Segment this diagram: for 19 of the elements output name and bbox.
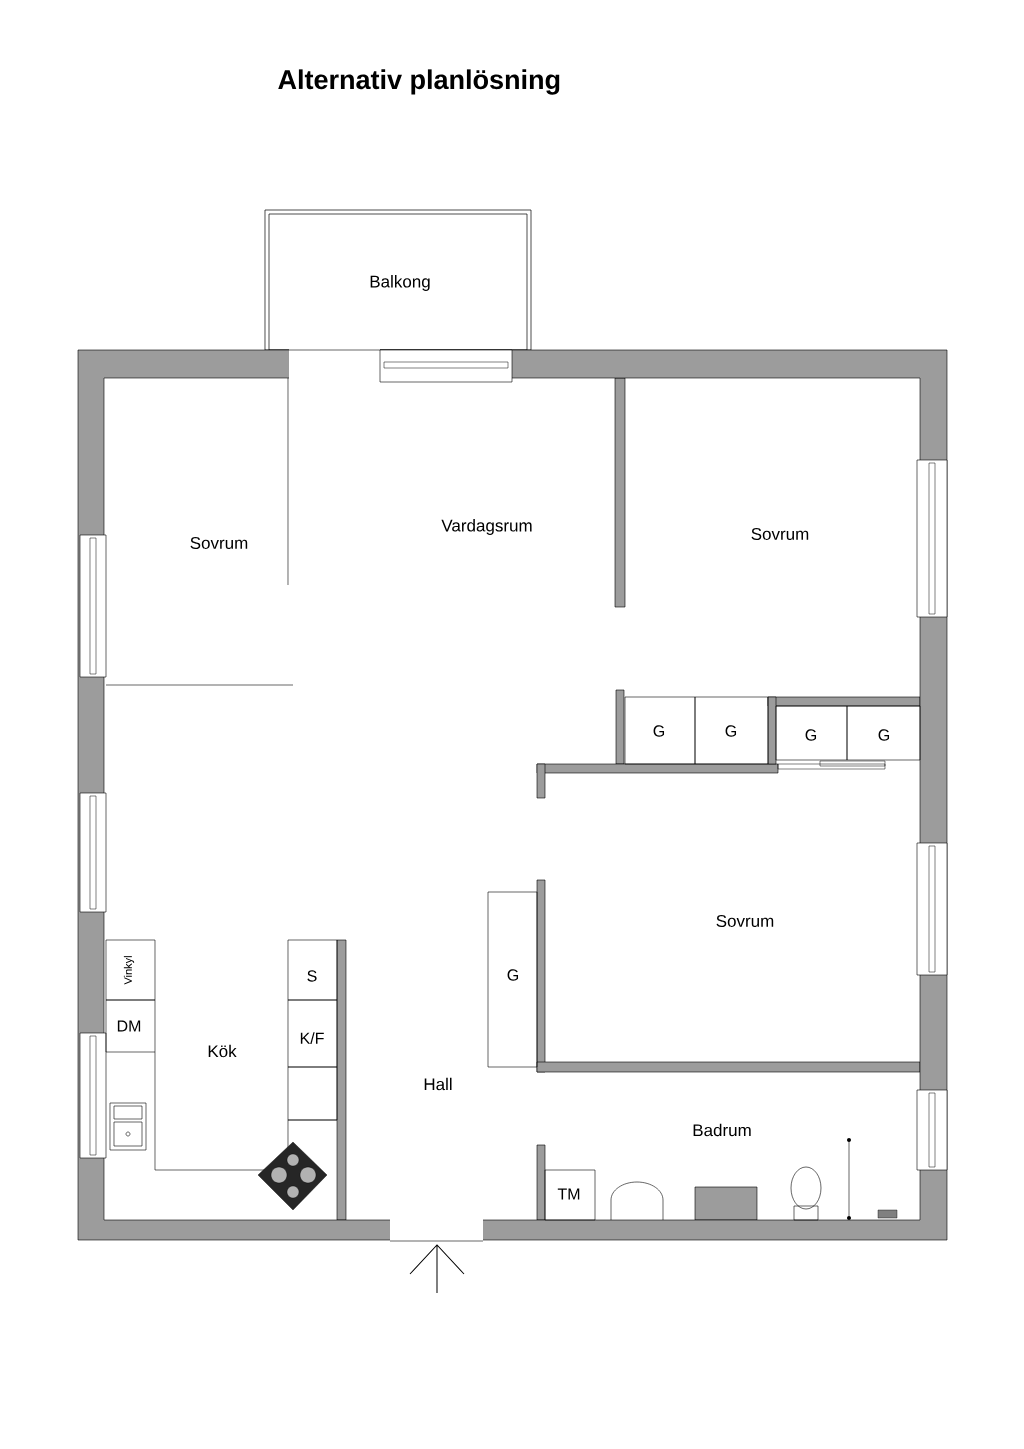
- fixture-label: TM: [557, 1188, 580, 1200]
- fixture-label: G: [507, 969, 518, 981]
- room-label: Hall: [424, 1077, 452, 1091]
- room-label: Balkong: [370, 275, 430, 291]
- fixture-label: G: [878, 729, 889, 741]
- room-label: Badrum: [693, 1123, 751, 1137]
- title: Alternativ planlösning: [278, 69, 560, 95]
- room-label: Kök: [208, 1044, 237, 1058]
- room-label: Sovrum: [716, 915, 774, 928]
- fixture-label: G: [805, 729, 816, 741]
- fixture-label: S: [307, 970, 317, 982]
- fixture-label: Vinkyl: [123, 956, 135, 985]
- fixture-label: G: [653, 725, 664, 737]
- fixture-label: DM: [117, 1020, 141, 1032]
- fixture-label: G: [725, 725, 736, 737]
- fixture-label: K/F: [300, 1032, 324, 1044]
- room-label: Vardagsrum: [441, 519, 532, 535]
- room-label: Sovrum: [751, 528, 809, 541]
- room-label: Sovrum: [190, 537, 248, 550]
